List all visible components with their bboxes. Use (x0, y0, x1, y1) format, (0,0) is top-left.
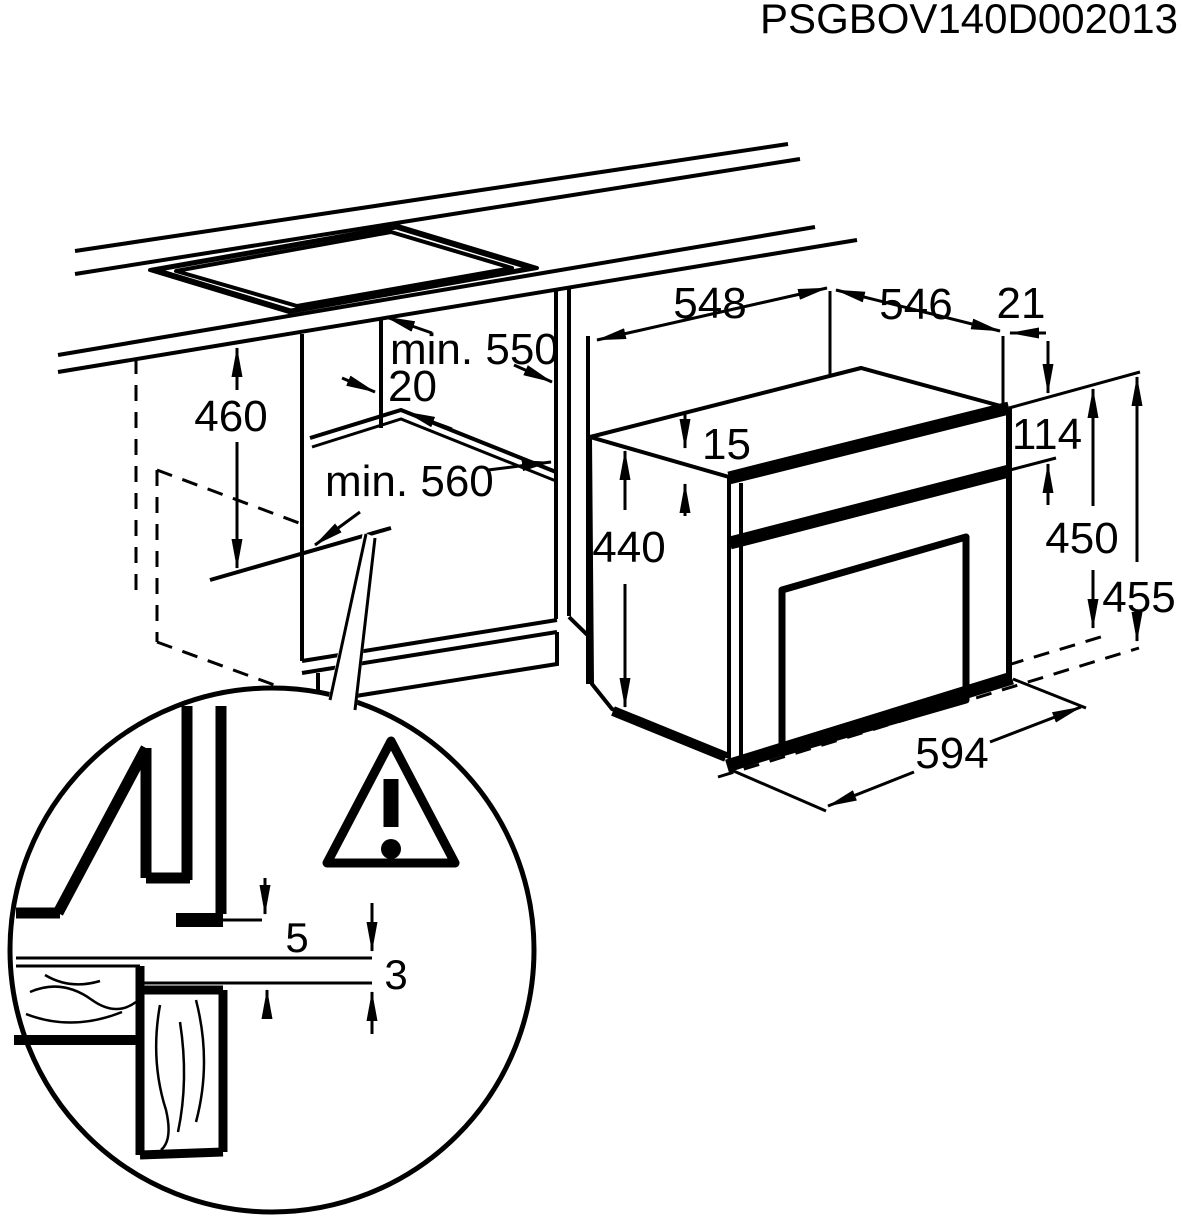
exclamation-dot (381, 839, 401, 859)
dim-label-546: 546 (879, 280, 952, 329)
cabinet-niche (134, 286, 703, 748)
dim-label-455: 455 (1102, 573, 1175, 622)
section-panels (16, 706, 227, 927)
dim-overall-height: 455 (1102, 376, 1176, 642)
dim-label-440: 440 (592, 523, 665, 572)
oven (586, 291, 1141, 779)
dim-top-width: 548 (596, 279, 828, 342)
dim-label-450: 450 (1045, 514, 1118, 563)
dim-side-overhang: 21 (997, 279, 1054, 394)
dim-label-15: 15 (702, 420, 751, 469)
dim-body-height: 440 (592, 450, 666, 708)
dim-top-depth: 546 (835, 280, 1001, 333)
dim-label-548: 548 (673, 279, 746, 328)
countertop (57, 142, 858, 374)
dim-lower-gap: 3 (261, 903, 408, 1034)
dim-label-594: 594 (915, 729, 988, 778)
oven-door-window (778, 533, 970, 757)
dim-top-clearance: 15 (679, 412, 751, 516)
dim-label-21: 21 (997, 279, 1046, 328)
warning-triangle-icon (322, 736, 460, 868)
wood-post (135, 985, 228, 1160)
dim-front-width: 594 (728, 677, 1087, 813)
dim-front-height: 450 (1045, 388, 1119, 629)
dim-label-20: 20 (388, 362, 437, 411)
detail-circle: 5 3 (7, 532, 537, 1215)
dim-min-depth: min. 550 (385, 315, 559, 384)
dim-label-460: 460 (194, 392, 267, 441)
dim-min-width: min. 560 (314, 457, 552, 547)
dim-label-3: 3 (384, 951, 407, 998)
dim-label-min560: min. 560 (325, 457, 494, 506)
dim-label-114: 114 (1012, 410, 1082, 459)
dim-niche-height: 460 (194, 347, 268, 569)
drawing-code-title: PSGBOV140D002013 (760, 0, 1178, 42)
cooktop-cutout (148, 224, 539, 314)
dim-label-5: 5 (285, 914, 308, 961)
hidden-cabinet-dashed (155, 468, 300, 696)
dim-upper-gap: 5 (259, 878, 309, 961)
dim-rear-gap: 20 (341, 362, 453, 431)
dim-control-panel-height: 114 (1012, 410, 1082, 505)
dim-label-min550: min. 550 (390, 325, 559, 374)
